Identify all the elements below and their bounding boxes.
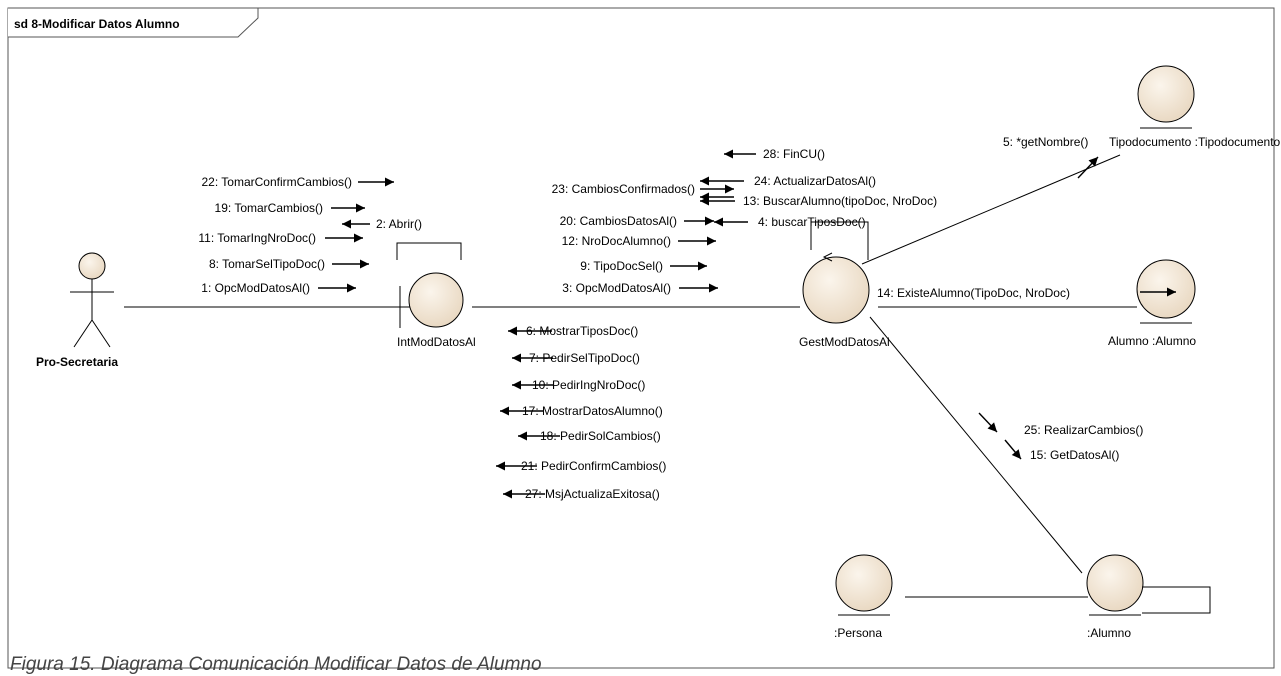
message-label: 22: TomarConfirmCambios() [202,175,353,189]
message-label: 9: TipoDocSel() [580,259,663,273]
message-label: 5: *getNombre() [1003,135,1088,149]
message-label: 8: TomarSelTipoDoc() [209,257,325,271]
message-label: 13: BuscarAlumno(tipoDoc, NroDoc) [743,194,937,208]
object-persona: :Persona [834,554,893,640]
message-4: 8: TomarSelTipoDoc() [209,257,369,271]
message-11: 28: FinCU() [724,147,825,161]
message-6: 23: CambiosConfirmados() [552,182,734,202]
object-label-alumno: Alumno :Alumno [1108,334,1196,348]
message-label: 12: NroDocAlumno() [562,234,671,248]
message-20: 21: PedirConfirmCambios() [496,459,666,473]
message-13: 13: BuscarAlumno(tipoDoc, NroDoc) [700,194,937,208]
message-label: 10: PedirIngNroDoc() [532,378,645,392]
message-8: 12: NroDocAlumno() [562,234,716,248]
message-7: 20: CambiosDatosAl() [560,214,714,228]
object-label-gest: GestModDatosAl [799,335,890,349]
message-2: 2: Abrir() [342,217,422,231]
message-12: 24: ActualizarDatosAl() [700,174,876,188]
diagram-frame: sd 8-Modificar Datos Alumno [7,7,1275,669]
message-23: 14: ExisteAlumno(TipoDoc, NroDoc) [877,286,1176,300]
message-17: 10: PedirIngNroDoc() [512,378,645,392]
message-10: 3: OpcModDatosAl() [562,281,718,295]
message-0: 22: TomarConfirmCambios() [202,175,394,189]
object-tipodocumento: Tipodocumento :Tipodocumento [1109,65,1281,149]
figure-caption: Figura 15. Diagrama Comunicación Modific… [10,654,542,675]
message-16: 7: PedirSelTipoDoc() [512,351,640,365]
object-intmoddatosal: IntModDatosAl [396,242,476,349]
object-label-persona: :Persona [834,626,882,640]
object-label-tipodoc-text: Tipodocumento :Tipodocumento [1109,135,1281,149]
message-label: 25: RealizarCambios() [1024,423,1143,437]
actor-label: Pro-Secretaria [36,355,118,369]
message-label: 18: PedirSolCambios() [540,429,661,443]
message-9: 9: TipoDocSel() [580,259,707,273]
message-label: 14: ExisteAlumno(TipoDoc, NroDoc) [877,286,1070,300]
message-label: 24: ActualizarDatosAl() [754,174,876,188]
association-lines [124,154,1137,598]
message-label: 19: TomarCambios() [215,201,323,215]
frame-title: sd 8-Modificar Datos Alumno [14,17,180,31]
object-alumno-2: :Alumno [1086,554,1211,640]
message-label: 2: Abrir() [376,217,422,231]
message-label: 20: CambiosDatosAl() [560,214,677,228]
message-18: 17: MostrarDatosAlumno() [500,404,663,418]
message-label: 17: MostrarDatosAlumno() [522,404,663,418]
message-5: 1: OpcModDatosAl() [201,281,356,295]
message-label: 28: FinCU() [763,147,825,161]
message-25: 15: GetDatosAl() [1004,439,1119,462]
message-label: 11: TomarIngNroDoc() [198,231,316,245]
message-3: 11: TomarIngNroDoc() [198,231,363,245]
object-label-int: IntModDatosAl [397,335,476,349]
message-19: 18: PedirSolCambios() [518,429,661,443]
object-label-tipodoc: Tipodocumento :Tipodocumento [1109,135,1281,149]
message-label: 15: GetDatosAl() [1030,448,1119,462]
message-label: 1: OpcModDatosAl() [201,281,310,295]
actor-pro-secretaria: Pro-Secretaria [36,252,118,369]
message-label: 3: OpcModDatosAl() [562,281,671,295]
messages-layer: 22: TomarConfirmCambios() 19: TomarCambio… [198,135,1176,501]
message-1: 19: TomarCambios() [215,201,365,215]
message-label: 27: MsjActualizaExitosa() [525,487,660,501]
message-label: 4: buscarTiposDoc() [758,215,866,229]
message-label: 7: PedirSelTipoDoc() [529,351,640,365]
message-21: 27: MsjActualizaExitosa() [503,487,660,501]
message-15: 6: MostrarTiposDoc() [508,324,638,338]
message-label: 6: MostrarTiposDoc() [526,324,638,338]
message-label: 23: CambiosConfirmados() [552,182,695,196]
message-14: 4: buscarTiposDoc() [714,215,866,229]
message-label: 21: PedirConfirmCambios() [521,459,666,473]
message-22: 5: *getNombre() [1003,135,1099,179]
message-24: 25: RealizarCambios() [978,412,1143,437]
object-alumno-alumno: Alumno :Alumno [1108,259,1196,348]
object-gestmoddatosal: GestModDatosAl [799,221,890,349]
object-label-alumno2: :Alumno [1087,626,1131,640]
